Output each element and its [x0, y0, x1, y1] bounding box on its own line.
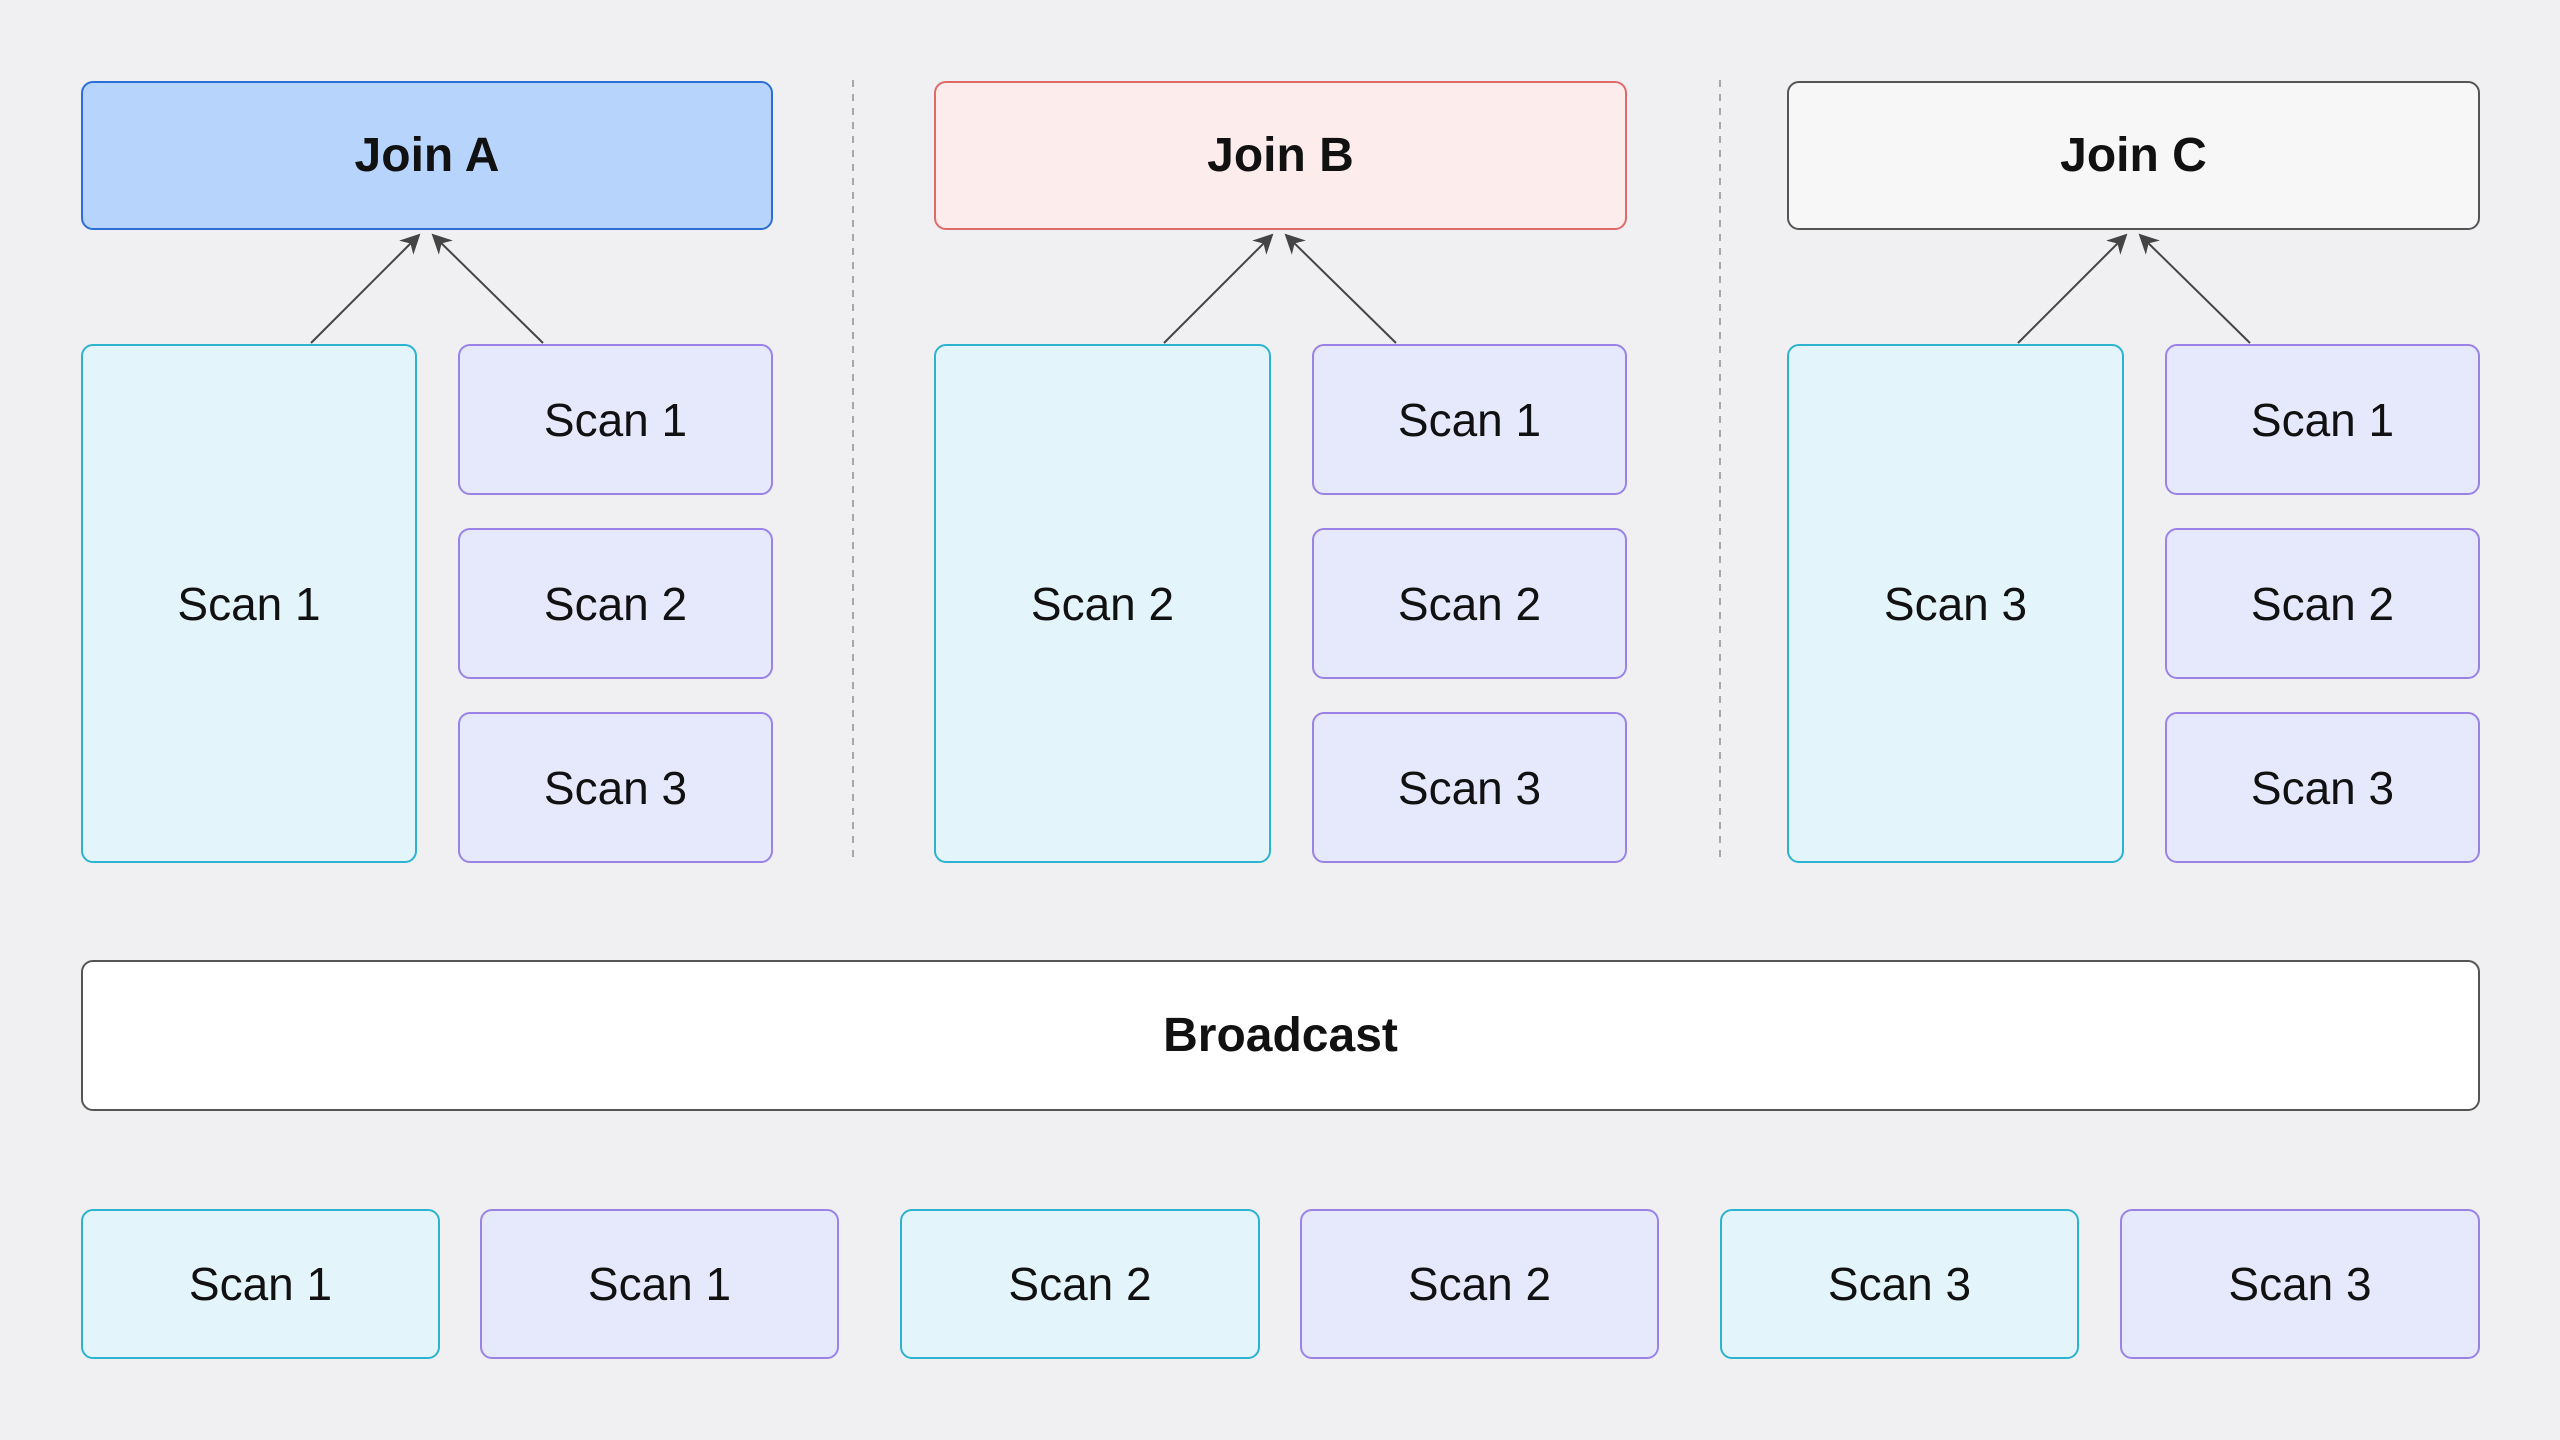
- arrow-b-left: [1163, 233, 1274, 344]
- bottom-scan-5: Scan 3: [1720, 1209, 2079, 1359]
- bottom-scan-1: Scan 1: [81, 1209, 440, 1359]
- group-a-scan-3: Scan 3: [458, 712, 773, 863]
- bottom-scan-6: Scan 3: [2120, 1209, 2480, 1359]
- broadcast-node: Broadcast: [81, 960, 2480, 1111]
- bottom-scan-2: Scan 1: [480, 1209, 839, 1359]
- group-b-scan-3: Scan 3: [1312, 712, 1627, 863]
- group-a-large-scan: Scan 1: [81, 344, 417, 863]
- group-c-large-scan: Scan 3: [1787, 344, 2124, 863]
- bottom-scan-4: Scan 2: [1300, 1209, 1659, 1359]
- arrow-a-right: [431, 233, 544, 344]
- arrow-c-left: [2017, 233, 2128, 344]
- group-b-scan-1: Scan 1: [1312, 344, 1627, 495]
- group-c-scan-1: Scan 1: [2165, 344, 2480, 495]
- group-b-large-scan: Scan 2: [934, 344, 1271, 863]
- join-a-node: Join A: [81, 81, 773, 230]
- join-c-node: Join C: [1787, 81, 2480, 230]
- group-a-scan-2: Scan 2: [458, 528, 773, 679]
- join-b-node: Join B: [934, 81, 1627, 230]
- arrow-b-right: [1284, 233, 1397, 344]
- arrow-c-right: [2138, 233, 2251, 344]
- group-c-scan-3: Scan 3: [2165, 712, 2480, 863]
- group-c-scan-2: Scan 2: [2165, 528, 2480, 679]
- arrow-a-left: [310, 233, 421, 344]
- group-a-scan-1: Scan 1: [458, 344, 773, 495]
- bottom-scan-3: Scan 2: [900, 1209, 1260, 1359]
- group-b-scan-2: Scan 2: [1312, 528, 1627, 679]
